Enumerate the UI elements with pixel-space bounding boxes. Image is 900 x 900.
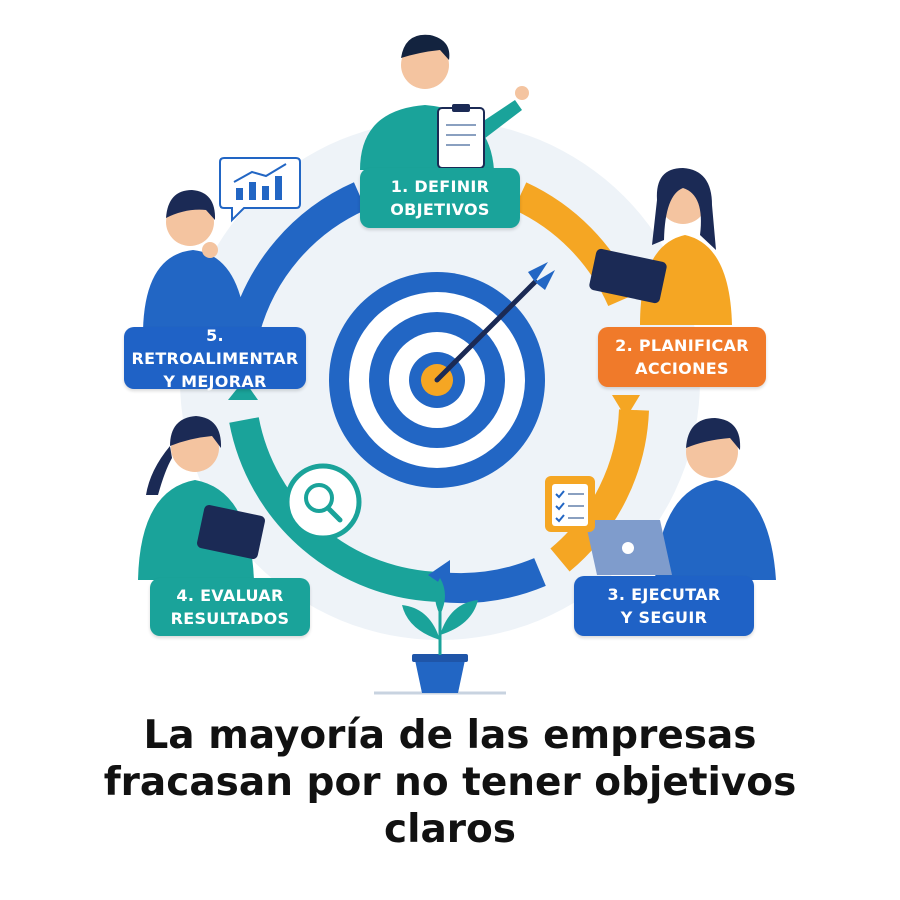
step-label-line1: 1. DEFINIR [390, 177, 490, 196]
ring-segment-plan-execute [550, 409, 649, 572]
step-evaluate-results: 4. EVALUAR RESULTADOS [150, 578, 310, 636]
step-label-line1: 4. EVALUAR [176, 586, 284, 605]
person-feedback-illustration [143, 190, 246, 330]
step-label-line1: 5. RETROALIMENTAR [131, 325, 299, 368]
ring-arrowhead [228, 380, 258, 400]
tablet-icon [589, 248, 667, 304]
step-label-line2: Y SEGUIR [620, 608, 708, 627]
step-label-line2: Y MEJORAR [163, 371, 267, 391]
laptop-icon [585, 520, 672, 575]
step-execute-follow: 3. EJECUTAR Y SEGUIR [574, 576, 754, 636]
tablet-icon [197, 504, 265, 560]
person-plan-illustration [640, 168, 732, 325]
ring-segment-feedback-define [230, 182, 367, 335]
ring-arrowhead [428, 560, 450, 590]
clipboard-icon [437, 104, 485, 169]
diagram-canvas [138, 34, 776, 695]
headline-line1: La mayoría de las empresas [143, 713, 757, 758]
person-evaluate-illustration [138, 416, 254, 580]
chart-icon [219, 157, 301, 223]
step-plan-actions: 2. PLANIFICAR ACCIONES [598, 327, 766, 387]
step-label-line1: 2. PLANIFICAR [615, 336, 749, 355]
person-execute-illustration [655, 418, 776, 580]
magnifier-icon [284, 463, 362, 541]
headline: La mayoría de las empresas fracasan por … [30, 712, 870, 853]
ring-arrowhead [612, 395, 640, 418]
step-define-objectives: 1. DEFINIR OBJETIVOS [360, 168, 520, 228]
plant-icon [374, 578, 506, 695]
step-label-line1: 3. EJECUTAR [607, 585, 721, 604]
headline-line2: fracasan por no tener objetivos [103, 760, 797, 805]
arrow-icon [434, 262, 555, 383]
step-feedback-improve: 5. RETROALIMENTAR Y MEJORAR [124, 325, 306, 391]
step-label-line2: OBJETIVOS [390, 200, 490, 219]
checklist-icon [545, 476, 595, 532]
ring-segment-execute-evaluate [438, 558, 546, 604]
ring-arrowhead [300, 210, 326, 238]
headline-line3: claros [383, 807, 517, 852]
step-label-line2: RESULTADOS [170, 609, 290, 628]
step-label-line2: ACCIONES [635, 359, 729, 378]
